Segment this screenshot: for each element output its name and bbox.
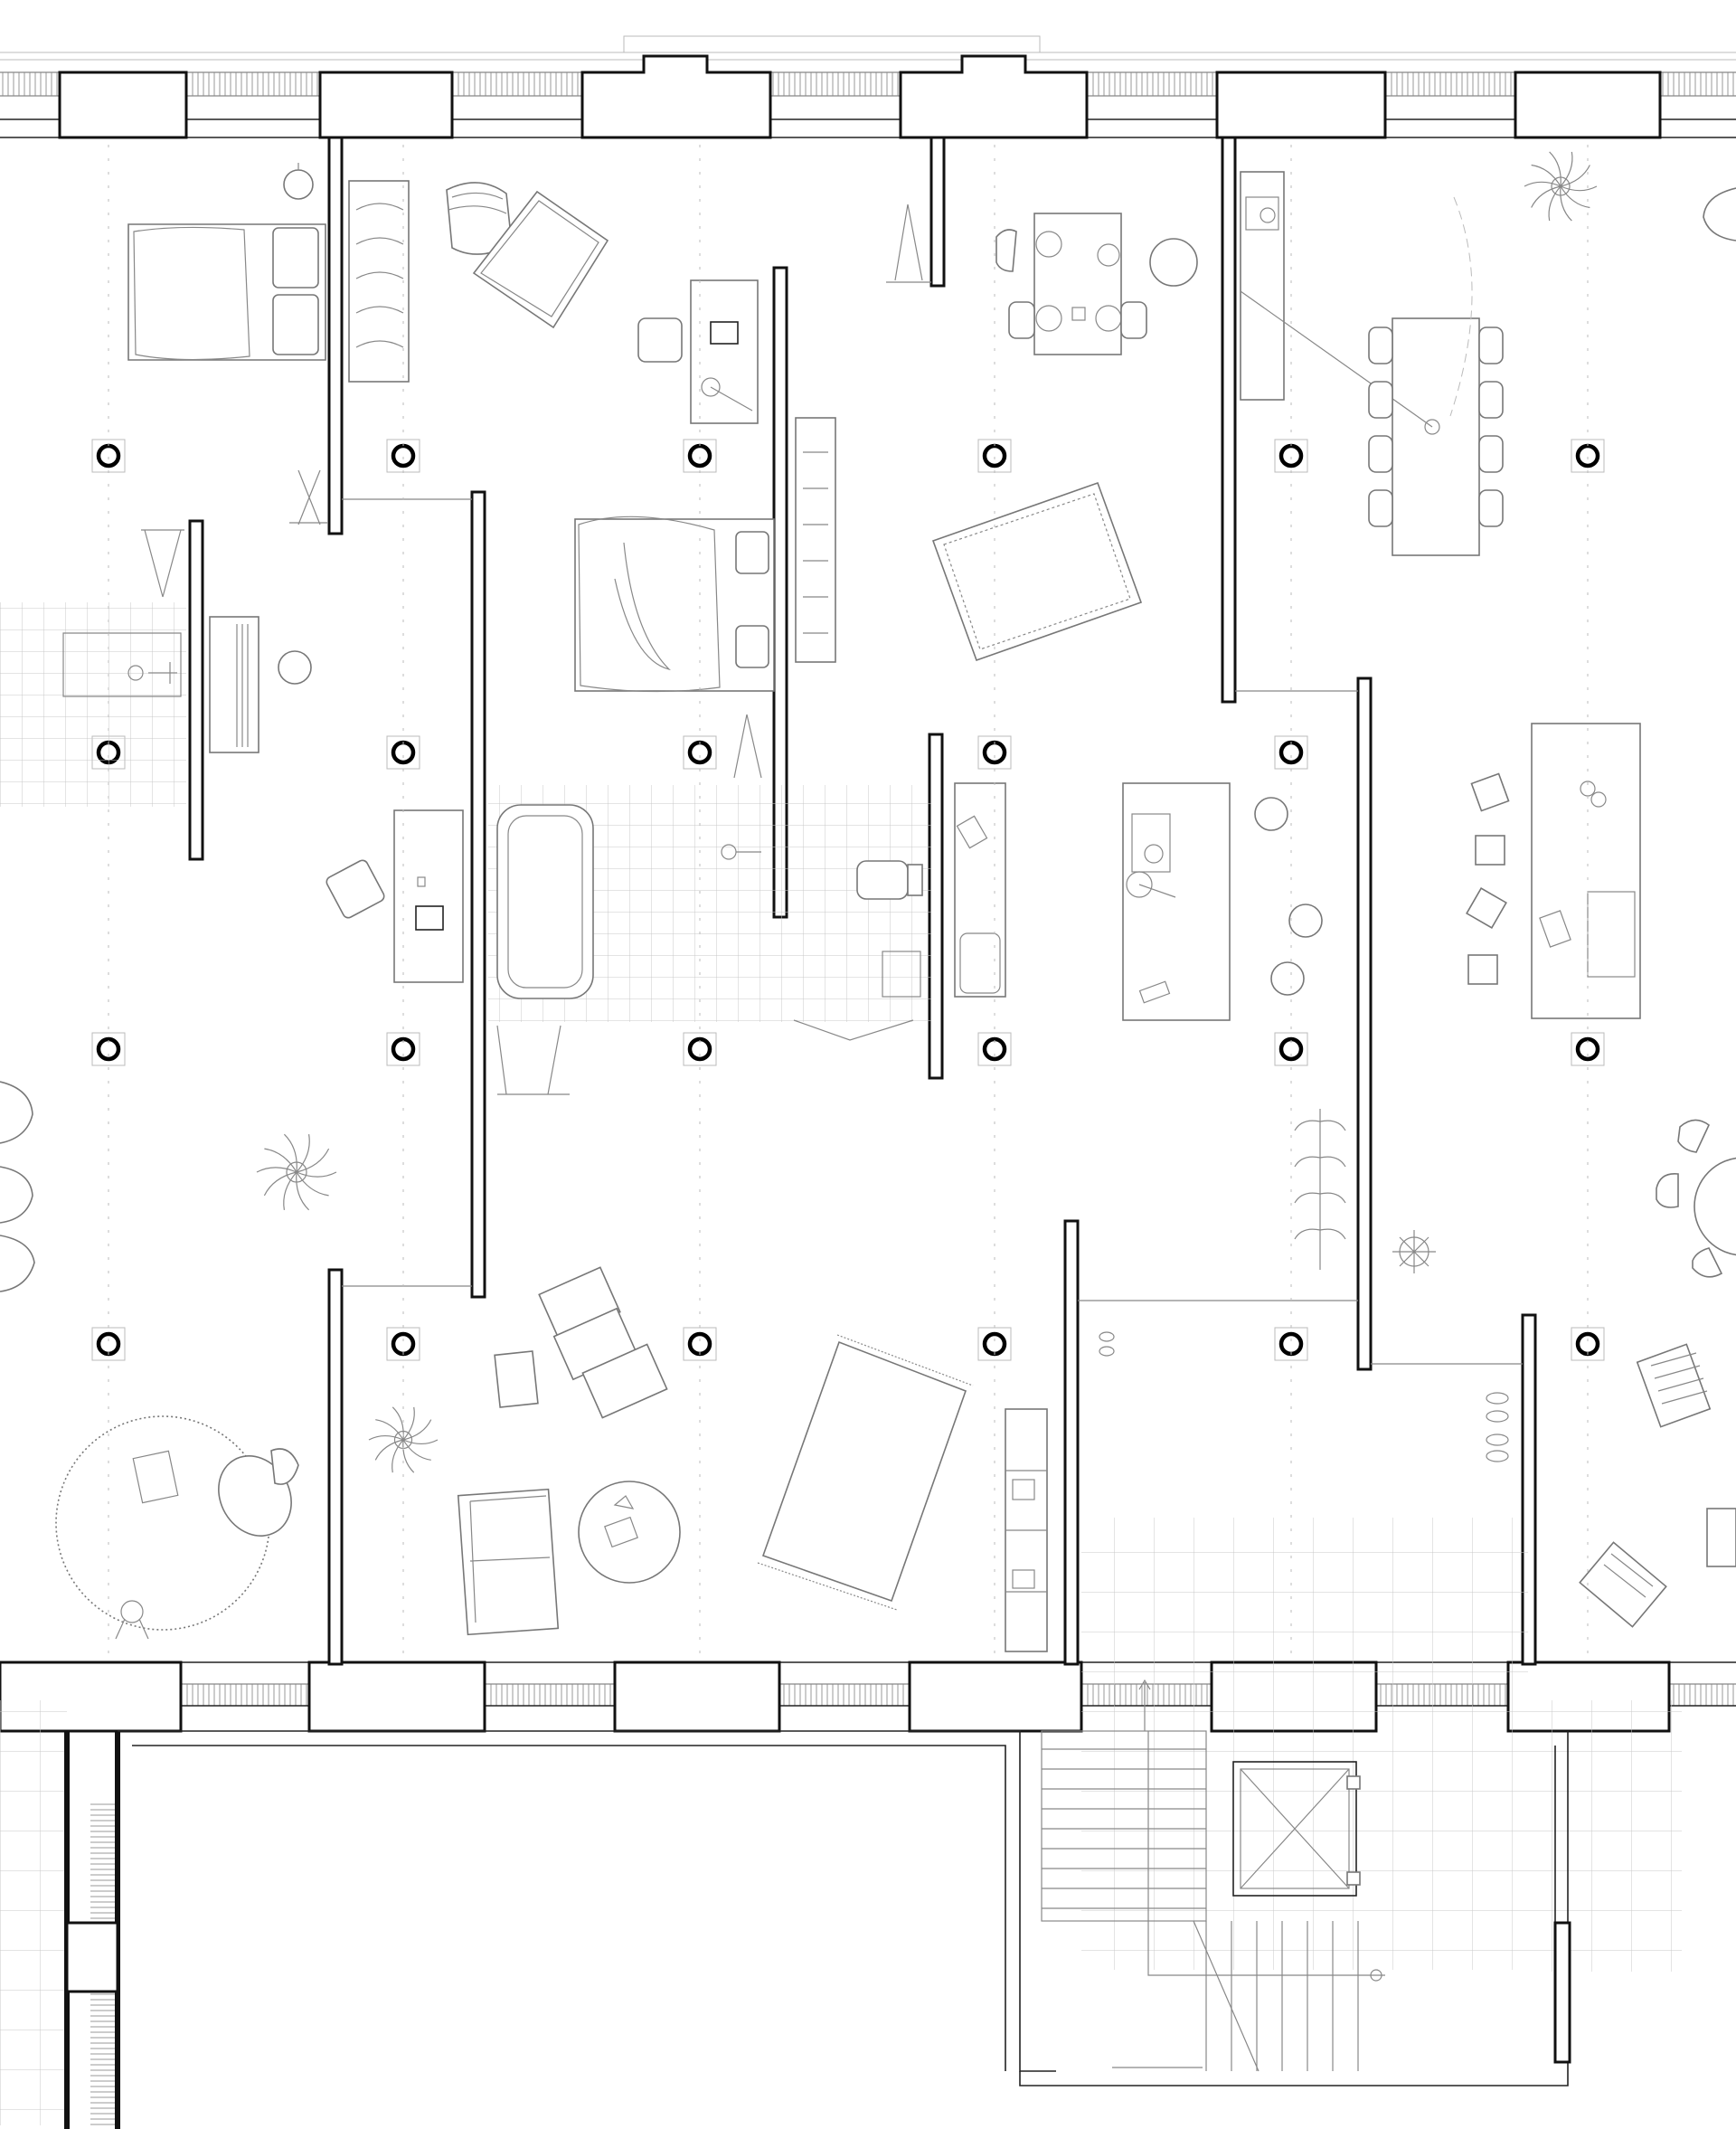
column-icon xyxy=(386,735,420,770)
column-icon xyxy=(1274,1327,1308,1361)
bed-icon xyxy=(127,223,326,361)
column-icon xyxy=(977,1032,1012,1066)
table-icon xyxy=(1656,1119,1736,1278)
tiled-terrace-left xyxy=(0,1700,116,2125)
rug-icon xyxy=(931,481,1143,662)
cushion-icon xyxy=(1466,772,1571,985)
column-icon xyxy=(91,1327,126,1361)
stool-icon xyxy=(1254,797,1323,996)
chair-icon xyxy=(326,859,385,919)
loungechair-icon xyxy=(1579,1343,1736,1628)
armchair-edge xyxy=(1703,187,1736,241)
table-icon xyxy=(1033,213,1122,355)
desk-icon xyxy=(393,809,464,983)
shoes-icon xyxy=(1099,1331,1509,1462)
wardrobe-icon xyxy=(348,180,410,383)
piano-icon xyxy=(209,616,259,753)
table-icon xyxy=(1240,196,1480,556)
armchair-icon xyxy=(494,1266,668,1419)
chair-icon xyxy=(0,1081,35,1292)
stool-icon xyxy=(278,650,312,685)
tiled-landing xyxy=(1081,1518,1682,1972)
lower-building xyxy=(64,1730,1571,2129)
toilet-icon xyxy=(856,860,923,900)
column-icon xyxy=(977,735,1012,770)
drying-rack xyxy=(496,1019,914,1095)
bookshelf-icon xyxy=(795,417,836,663)
column-icon xyxy=(386,1327,420,1361)
chair-icon xyxy=(995,229,1198,339)
tiled-bathroom-left xyxy=(0,602,186,807)
column-icon xyxy=(683,1032,717,1066)
elevator-icon xyxy=(1232,1761,1361,1897)
drying-rack xyxy=(141,529,184,598)
counter-icon xyxy=(1531,723,1641,1019)
stool-icon xyxy=(637,317,683,363)
chair-icon xyxy=(132,1448,299,1537)
column-icon xyxy=(1571,1032,1605,1066)
rug-icon xyxy=(757,1334,974,1611)
easel-icon xyxy=(733,203,931,779)
table-icon xyxy=(578,1481,681,1584)
column-icon xyxy=(1274,735,1308,770)
stair-icon xyxy=(1041,1679,1385,2072)
wheel-icon xyxy=(1392,1230,1436,1273)
coat-rack xyxy=(1294,1109,1346,1270)
bed-icon xyxy=(574,516,775,693)
column-grid xyxy=(91,439,1605,1361)
column-icon xyxy=(91,1032,126,1066)
column-icon xyxy=(683,735,717,770)
lamp-icon xyxy=(115,1600,149,1640)
partition-walls xyxy=(188,136,1537,1666)
plant-icon xyxy=(368,1406,439,1473)
column-icon xyxy=(1274,1032,1308,1066)
chair-icon xyxy=(1368,326,1504,527)
desk-icon xyxy=(690,279,759,424)
rug-icon xyxy=(472,190,609,329)
north-facade xyxy=(0,35,1736,139)
column-icon xyxy=(386,1032,420,1066)
bathtub-icon xyxy=(496,804,594,999)
lamp-icon xyxy=(283,163,314,200)
sofa-icon xyxy=(457,1488,560,1636)
island-icon xyxy=(1122,782,1231,1021)
sink-icon xyxy=(882,782,1006,998)
counter-icon xyxy=(1240,171,1285,401)
column-icon xyxy=(683,1327,717,1361)
bookshelf-icon xyxy=(1005,1408,1048,1652)
plant-icon xyxy=(256,1133,337,1211)
shower-icon xyxy=(127,662,177,684)
plant-icon xyxy=(1524,151,1598,222)
column-icon xyxy=(1571,1327,1605,1361)
column-icon xyxy=(977,1327,1012,1361)
drying-rack xyxy=(289,469,327,525)
shower-icon xyxy=(721,844,761,860)
